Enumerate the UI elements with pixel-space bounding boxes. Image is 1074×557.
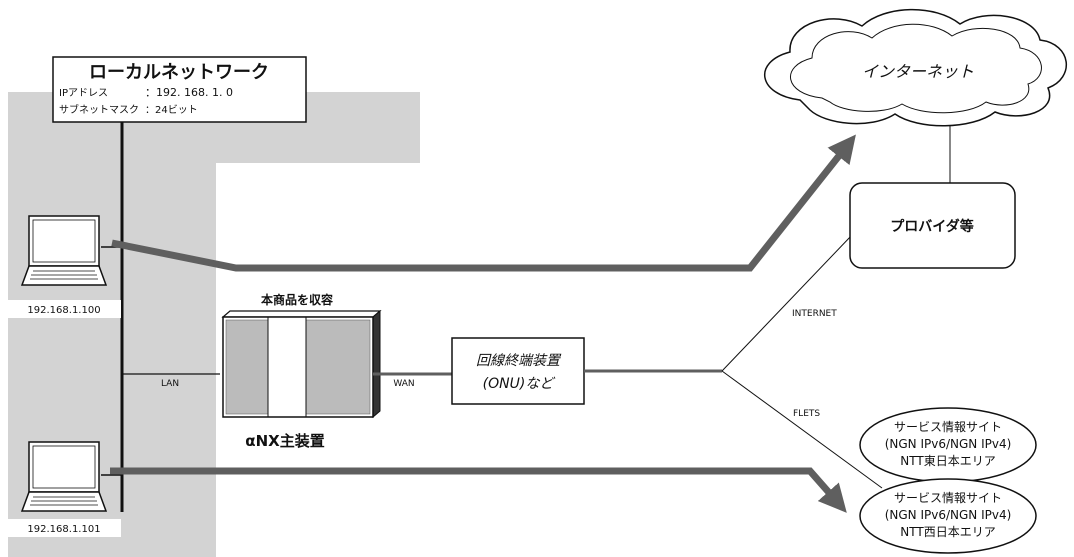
onu-box: 回線終端装置 (ONU)など [451, 337, 585, 405]
service-site-west: サービス情報サイト (NGN IPv6/NGN IPv4) NTT西日本エリア [859, 478, 1037, 554]
anx-main-unit: 本商品を収容 αNX主装置 [221, 292, 382, 450]
flets-link-label: FLETS [793, 409, 820, 419]
flets-branch [721, 370, 883, 489]
local-network-box: ローカルネットワーク IPアドレス ：192. 168. 1. 0 サブネットマ… [52, 56, 307, 123]
pc-1: 192.168.1.100 [7, 215, 122, 318]
ip-address-value: ：192. 168. 1. 0 [145, 86, 233, 99]
onu-line2: (ONU)など [483, 376, 556, 392]
provider-box: プロバイダ等 [849, 182, 1016, 269]
internet-label: インターネット [862, 62, 974, 81]
site-east-line2: (NGN IPv6/NGN IPv4) [885, 437, 1012, 451]
pc-2: 192.168.1.101 [7, 441, 122, 537]
site-west-line1: サービス情報サイト [894, 491, 1002, 505]
pc-ip-label: 192.168.1.101 [27, 524, 100, 535]
local-network-title: ローカルネットワーク [89, 62, 269, 83]
wan-label: WAN [393, 379, 414, 389]
lan-area [8, 92, 420, 557]
device-caption-top: 本商品を収容 [261, 292, 333, 307]
internet-branch [721, 234, 853, 372]
onu-line1: 回線終端装置 [476, 353, 562, 369]
flow-arrow-internet [111, 134, 856, 272]
flow-arrow-flets [110, 467, 847, 513]
subnet-mask-label: サブネットマスク [59, 103, 139, 116]
site-west-line2: (NGN IPv6/NGN IPv4) [885, 508, 1012, 522]
pc-ip-label: 192.168.1.100 [27, 305, 100, 316]
ip-address-label: IPアドレス [59, 88, 108, 99]
site-east-line1: サービス情報サイト [894, 420, 1002, 434]
device-name: αNX主装置 [245, 432, 324, 450]
subnet-mask-value: ：24ビット [145, 104, 198, 116]
service-site-east: サービス情報サイト (NGN IPv6/NGN IPv4) NTT東日本エリア [859, 407, 1037, 483]
provider-label: プロバイダ等 [890, 218, 973, 235]
site-west-line3: NTT西日本エリア [900, 525, 995, 539]
internet-cloud: インターネット [763, 8, 1067, 127]
site-east-line3: NTT東日本エリア [900, 454, 995, 468]
lan-label: LAN [161, 379, 179, 389]
internet-link-label: INTERNET [792, 309, 837, 319]
